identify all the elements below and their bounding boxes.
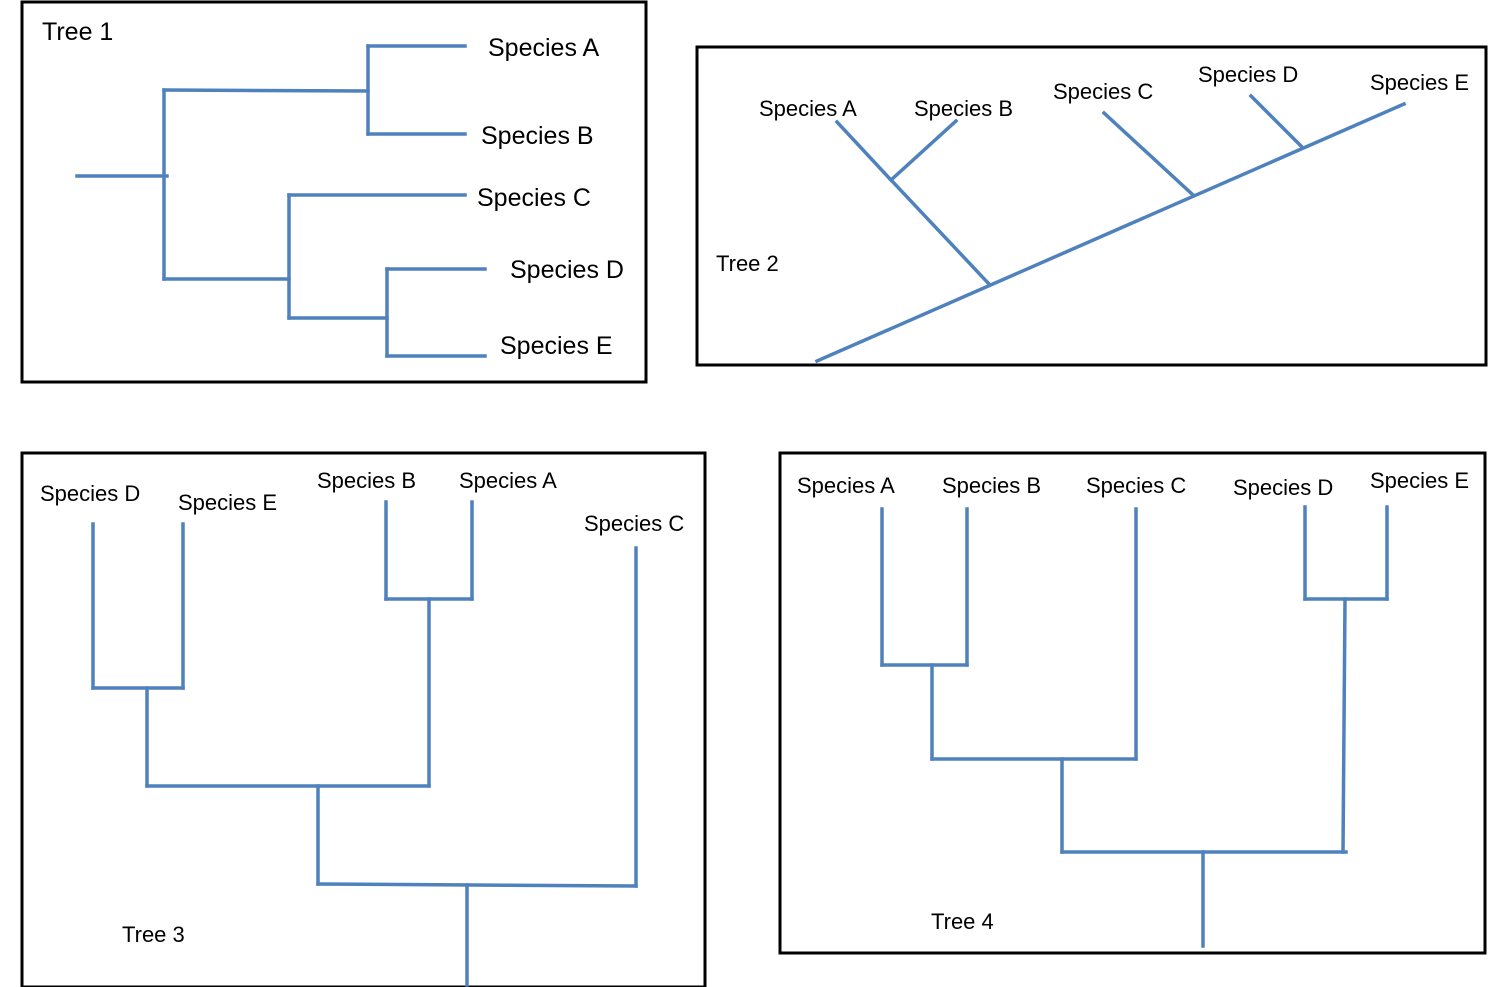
- tree-2-branch-a: [834, 119, 894, 183]
- tree-3-frame: [20, 451, 707, 987]
- tree-2-label-species-d: Species D: [1198, 62, 1298, 87]
- tree-4-de-stem: [1341, 597, 1347, 854]
- tree-2-label-species-b: Species B: [914, 96, 1013, 121]
- tree-2-label-species-a: Species A: [759, 96, 857, 121]
- tree-2-ab-stem: [888, 177, 993, 288]
- tree-4-title: Tree 4: [931, 909, 994, 934]
- tree-4-label-species-b: Species B: [942, 473, 1041, 498]
- tree-4-frame: [778, 451, 1487, 955]
- tree-1-label-species-b: Species B: [481, 122, 594, 150]
- tree-3-title: Tree 3: [122, 922, 185, 947]
- tree-3-label-species-b: Species B: [317, 468, 416, 493]
- tree-2-label-species-e: Species E: [1370, 70, 1469, 95]
- tree-2-panel: Tree 2 Species A Species B Species C Spe…: [695, 45, 1488, 367]
- tree-3-label-species-a: Species A: [459, 468, 557, 493]
- tree-4-label-species-a: Species A: [797, 473, 895, 498]
- tree-3-label-species-d: Species D: [40, 481, 140, 506]
- tree-2-frame: [695, 45, 1488, 367]
- tree-2-label-species-c: Species C: [1053, 79, 1153, 104]
- tree-3-label-species-c: Species C: [584, 511, 684, 536]
- tree-1-ab-stem: [162, 88, 370, 93]
- tree-3-root-join: [316, 882, 638, 888]
- tree-1-title: Tree 1: [42, 18, 113, 46]
- tree-1-label-species-a: Species A: [488, 34, 600, 62]
- tree-4-panel: Tree 4 Species A Species B Species C Spe…: [778, 451, 1487, 955]
- tree-1-label-species-e: Species E: [500, 332, 613, 360]
- tree-4-label-species-e: Species E: [1370, 468, 1469, 493]
- tree-4-label-species-c: Species C: [1086, 473, 1186, 498]
- tree-1-label-species-c: Species C: [477, 184, 591, 212]
- tree-4-label-species-d: Species D: [1233, 475, 1333, 500]
- tree-2-title: Tree 2: [716, 251, 779, 276]
- tree-2-branch-b: [888, 118, 959, 183]
- tree-1-label-species-d: Species D: [510, 256, 624, 284]
- tree-2-branch-d: [1248, 93, 1305, 150]
- tree-2-branch-c: [1101, 110, 1196, 198]
- tree-2-main-axis: [814, 101, 1407, 364]
- tree-1-panel: Tree 1 Species A Species B Species C Spe…: [20, 0, 648, 384]
- tree-3-label-species-e: Species E: [178, 490, 277, 515]
- tree-3-panel: Tree 3 Species D Species E Species B Spe…: [20, 451, 707, 987]
